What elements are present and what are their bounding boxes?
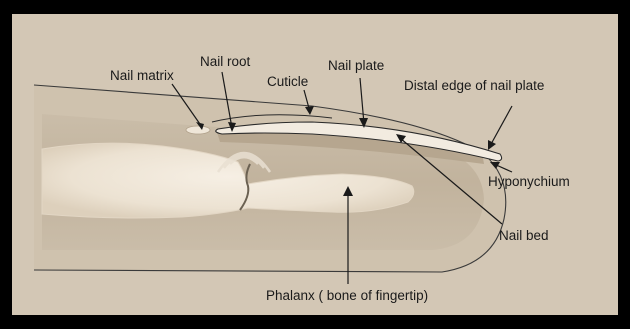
label-phalanx: Phalanx ( bone of fingertip) (266, 288, 428, 303)
fingertip-diagram: Nail matrix Nail root Cuticle Nail plate… (12, 14, 618, 315)
label-nail-bed: Nail bed (499, 228, 549, 243)
label-cuticle: Cuticle (267, 74, 308, 89)
label-hyponychium: Hyponychium (488, 174, 570, 189)
nail-matrix-shape (186, 126, 210, 134)
label-nail-plate: Nail plate (328, 58, 384, 73)
label-nail-matrix: Nail matrix (110, 68, 174, 83)
label-nail-root: Nail root (200, 54, 251, 69)
pointer-distal-edge (490, 106, 512, 146)
diagram-panel: Nail matrix Nail root Cuticle Nail plate… (12, 14, 618, 315)
label-distal-edge: Distal edge of nail plate (404, 78, 544, 93)
